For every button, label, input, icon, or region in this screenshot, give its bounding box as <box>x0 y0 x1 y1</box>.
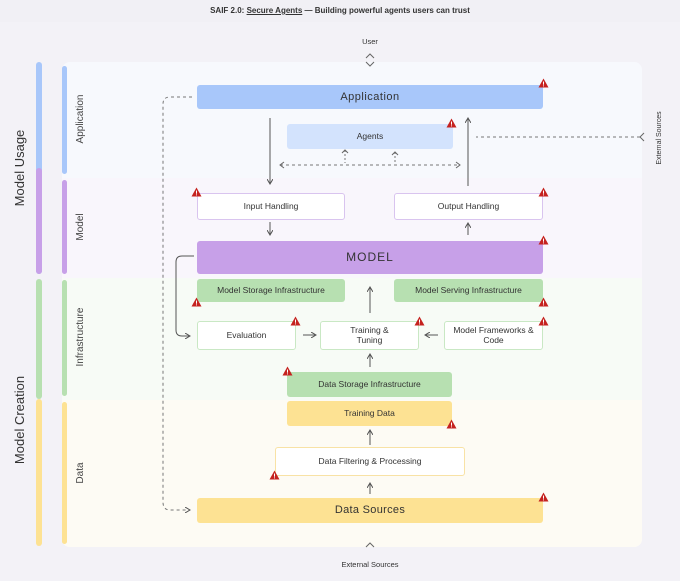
warning-triangle-icon[interactable] <box>290 316 301 326</box>
warning-triangle-icon[interactable] <box>191 187 202 197</box>
training-data-box[interactable]: Training Data <box>287 401 452 426</box>
layer-bar-data <box>62 402 67 544</box>
bottom-input-label: External Sources <box>341 560 399 569</box>
warning-triangle-icon[interactable] <box>446 419 457 429</box>
data-filtering-box[interactable]: Data Filtering & Processing <box>275 447 465 476</box>
warning-triangle-icon[interactable] <box>538 297 549 307</box>
warning-triangle-icon[interactable] <box>282 366 293 376</box>
evaluation-box[interactable]: Evaluation <box>197 321 296 350</box>
layer-bar-application <box>62 66 67 174</box>
warning-triangle-icon[interactable] <box>538 492 549 502</box>
layer-bar-infrastructure <box>62 280 67 396</box>
application-box[interactable]: Application <box>197 85 543 109</box>
warning-triangle-icon[interactable] <box>414 316 425 326</box>
creation-bar-bottom <box>36 399 42 546</box>
data-sources-box[interactable]: Data Sources <box>197 498 543 523</box>
header-suffix: — Building powerful agents users can tru… <box>304 6 470 15</box>
model-storage-box[interactable]: Model Storage Infrastructure <box>197 279 345 302</box>
training-tuning-box[interactable]: Training & Tuning <box>320 321 419 350</box>
data-storage-box[interactable]: Data Storage Infrastructure <box>287 372 452 397</box>
warning-triangle-icon[interactable] <box>538 316 549 326</box>
layer-bar-model <box>62 180 67 274</box>
top-input-label: User <box>362 37 378 46</box>
model-frameworks-box[interactable]: Model Frameworks & Code <box>444 321 543 350</box>
header-link[interactable]: Secure Agents <box>246 6 303 15</box>
warning-triangle-icon[interactable] <box>538 235 549 245</box>
usage-bar-bottom <box>36 168 42 274</box>
application-band <box>62 62 642 178</box>
output-handling-box[interactable]: Output Handling <box>394 193 543 220</box>
creation-bar-top <box>36 279 42 399</box>
warning-triangle-icon[interactable] <box>269 470 280 480</box>
input-handling-box[interactable]: Input Handling <box>197 193 345 220</box>
model-box[interactable]: MODEL <box>197 241 543 274</box>
header-prefix: SAIF 2.0: <box>210 6 245 15</box>
warning-triangle-icon[interactable] <box>538 78 549 88</box>
warning-triangle-icon[interactable] <box>191 297 202 307</box>
warning-triangle-icon[interactable] <box>538 187 549 197</box>
page-header: SAIF 2.0: Secure Agents — Building power… <box>0 0 680 22</box>
agents-box[interactable]: Agents <box>287 124 453 149</box>
model-serving-box[interactable]: Model Serving Infrastructure <box>394 279 543 302</box>
warning-triangle-icon[interactable] <box>446 118 457 128</box>
